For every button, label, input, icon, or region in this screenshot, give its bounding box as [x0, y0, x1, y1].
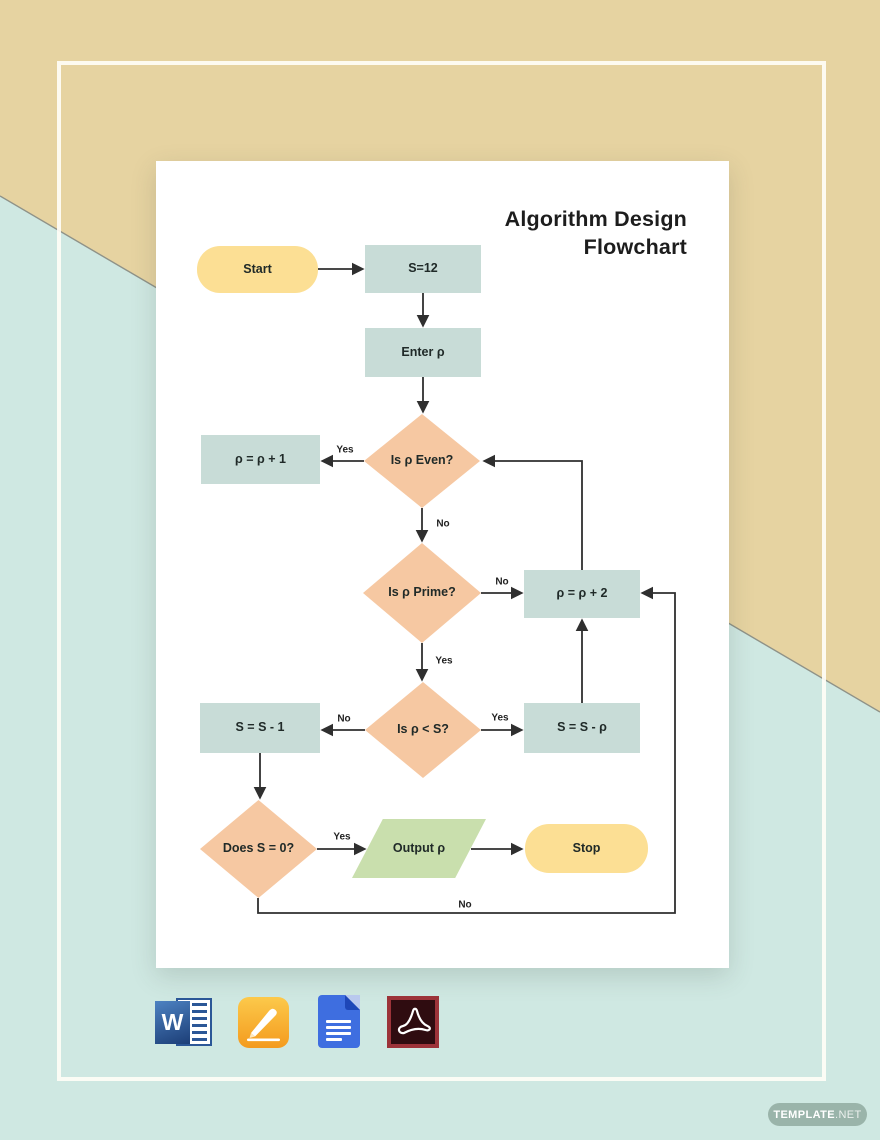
flow-node-is-rho-even-label: Is ρ Even? — [390, 453, 454, 468]
edge-label-zero-no: No — [458, 899, 472, 911]
acrobat-glyph — [397, 1007, 431, 1035]
watermark-brand: TEMPLATE — [773, 1108, 835, 1121]
flow-node-s-minus-rho-label: S = S - ρ — [557, 720, 607, 735]
google-docs-icon[interactable] — [318, 995, 360, 1048]
watermark-tld: .NET — [835, 1108, 862, 1121]
flow-node-start-label: Start — [243, 261, 272, 276]
flow-node-does-s-equal-0-label: Does S = 0? — [222, 841, 295, 856]
edge-label-less-yes: Yes — [491, 712, 509, 724]
flow-node-rho-plus-2: ρ = ρ + 2 — [524, 570, 640, 618]
flow-node-enter-rho: Enter ρ — [365, 328, 481, 377]
edge-label-prime-no: No — [495, 576, 509, 588]
edge-label-prime-yes: Yes — [435, 655, 453, 667]
docs-text-line — [326, 1026, 351, 1029]
word-icon[interactable]: W — [155, 997, 212, 1047]
docs-text-line — [326, 1020, 351, 1023]
word-letter-panel: W — [155, 1001, 190, 1044]
flow-node-start: Start — [197, 246, 318, 293]
docs-text-line — [326, 1038, 342, 1041]
flow-node-stop-label: Stop — [572, 840, 601, 855]
word-lines-graphic — [192, 1003, 207, 1041]
decorative-frame — [57, 61, 826, 1081]
flow-node-enter-rho-label: Enter ρ — [401, 344, 445, 359]
document-page: Algorithm Design Flowchart — [156, 161, 729, 968]
page-title: Algorithm Design Flowchart — [505, 205, 687, 261]
flow-connectors — [253, 262, 676, 914]
edge-label-even-no: No — [436, 518, 450, 530]
flow-node-output-rho-label: Output ρ — [392, 840, 446, 855]
flow-node-rho-plus-1-label: ρ = ρ + 1 — [235, 451, 286, 466]
flow-node-is-rho-less-s-label: Is ρ < S? — [397, 722, 449, 737]
flow-node-rho-plus-1: ρ = ρ + 1 — [201, 435, 320, 484]
title-line-1: Algorithm Design — [504, 207, 687, 231]
docs-text-line — [326, 1032, 351, 1035]
edge-zero-rho2-loop — [257, 586, 676, 914]
flow-node-s12-label: S=12 — [408, 261, 438, 276]
flow-node-s-minus-rho: S = S - ρ — [524, 703, 640, 753]
edge-label-zero-yes: Yes — [333, 831, 351, 843]
flow-node-s-minus-1-label: S = S - 1 — [235, 720, 285, 735]
flow-node-s-minus-1: S = S - 1 — [200, 703, 320, 753]
edge-label-even-yes: Yes — [336, 444, 354, 456]
adobe-pdf-icon[interactable] — [387, 996, 439, 1048]
flow-node-is-rho-prime-label: Is ρ Prime? — [388, 585, 456, 600]
pages-pen-graphic — [247, 1008, 280, 1042]
flow-node-s12: S=12 — [365, 245, 481, 293]
title-line-2: Flowchart — [583, 235, 687, 259]
edge-rho2-even — [482, 454, 583, 570]
pages-icon[interactable] — [238, 997, 289, 1048]
edge-label-less-no: No — [337, 713, 351, 725]
flow-node-stop: Stop — [525, 824, 648, 873]
template-net-badge[interactable]: TEMPLATE.NET — [768, 1103, 867, 1126]
flow-node-rho-plus-2-label: ρ = ρ + 2 — [556, 586, 608, 601]
word-letter: W — [161, 1009, 184, 1035]
